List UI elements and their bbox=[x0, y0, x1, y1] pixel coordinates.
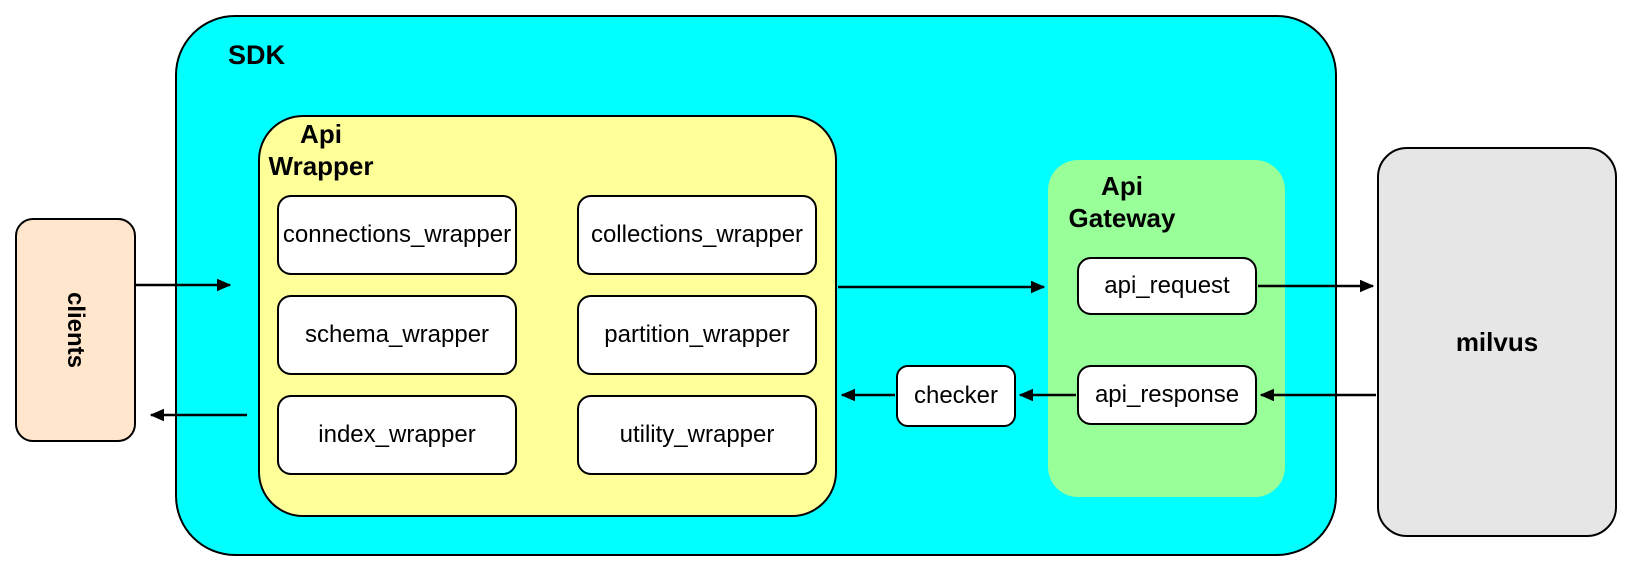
node-milvus-label: milvus bbox=[1455, 326, 1539, 357]
api-gateway-label: Api Gateway bbox=[1066, 170, 1178, 234]
node-index-wrapper-label: index_wrapper bbox=[318, 421, 476, 448]
api-gateway-label-line1: Api bbox=[1101, 171, 1143, 201]
node-api-request-label: api_request bbox=[1104, 272, 1230, 299]
node-connections-wrapper-label: connections_wrapper bbox=[282, 221, 512, 248]
api-gateway-container bbox=[1048, 160, 1285, 497]
api-wrapper-label: Api Wrapper bbox=[266, 118, 376, 182]
sdk-label: SDK bbox=[228, 40, 286, 70]
node-index-wrapper: index_wrapper bbox=[277, 395, 517, 475]
node-milvus: milvus bbox=[1377, 147, 1617, 537]
node-api-response-label: api_response bbox=[1094, 381, 1240, 408]
api-wrapper-label-line1: Api bbox=[300, 119, 342, 149]
node-utility-wrapper: utility_wrapper bbox=[577, 395, 817, 475]
node-api-response: api_response bbox=[1077, 365, 1257, 425]
node-partition-wrapper-label: partition_wrapper bbox=[604, 321, 790, 348]
node-clients: clients bbox=[15, 218, 136, 442]
node-collections-wrapper-label: collections_wrapper bbox=[590, 221, 804, 248]
node-checker-label: checker bbox=[913, 382, 999, 409]
node-utility-wrapper-label: utility_wrapper bbox=[619, 421, 775, 448]
api-wrapper-label-line2: Wrapper bbox=[268, 151, 374, 181]
node-clients-label: clients bbox=[62, 291, 90, 369]
api-gateway-label-line2: Gateway bbox=[1068, 203, 1176, 233]
node-connections-wrapper: connections_wrapper bbox=[277, 195, 517, 275]
node-schema-wrapper: schema_wrapper bbox=[277, 295, 517, 375]
node-checker: checker bbox=[896, 365, 1016, 427]
node-api-request: api_request bbox=[1077, 257, 1257, 315]
node-schema-wrapper-label: schema_wrapper bbox=[304, 321, 490, 348]
node-collections-wrapper: collections_wrapper bbox=[577, 195, 817, 275]
node-partition-wrapper: partition_wrapper bbox=[577, 295, 817, 375]
